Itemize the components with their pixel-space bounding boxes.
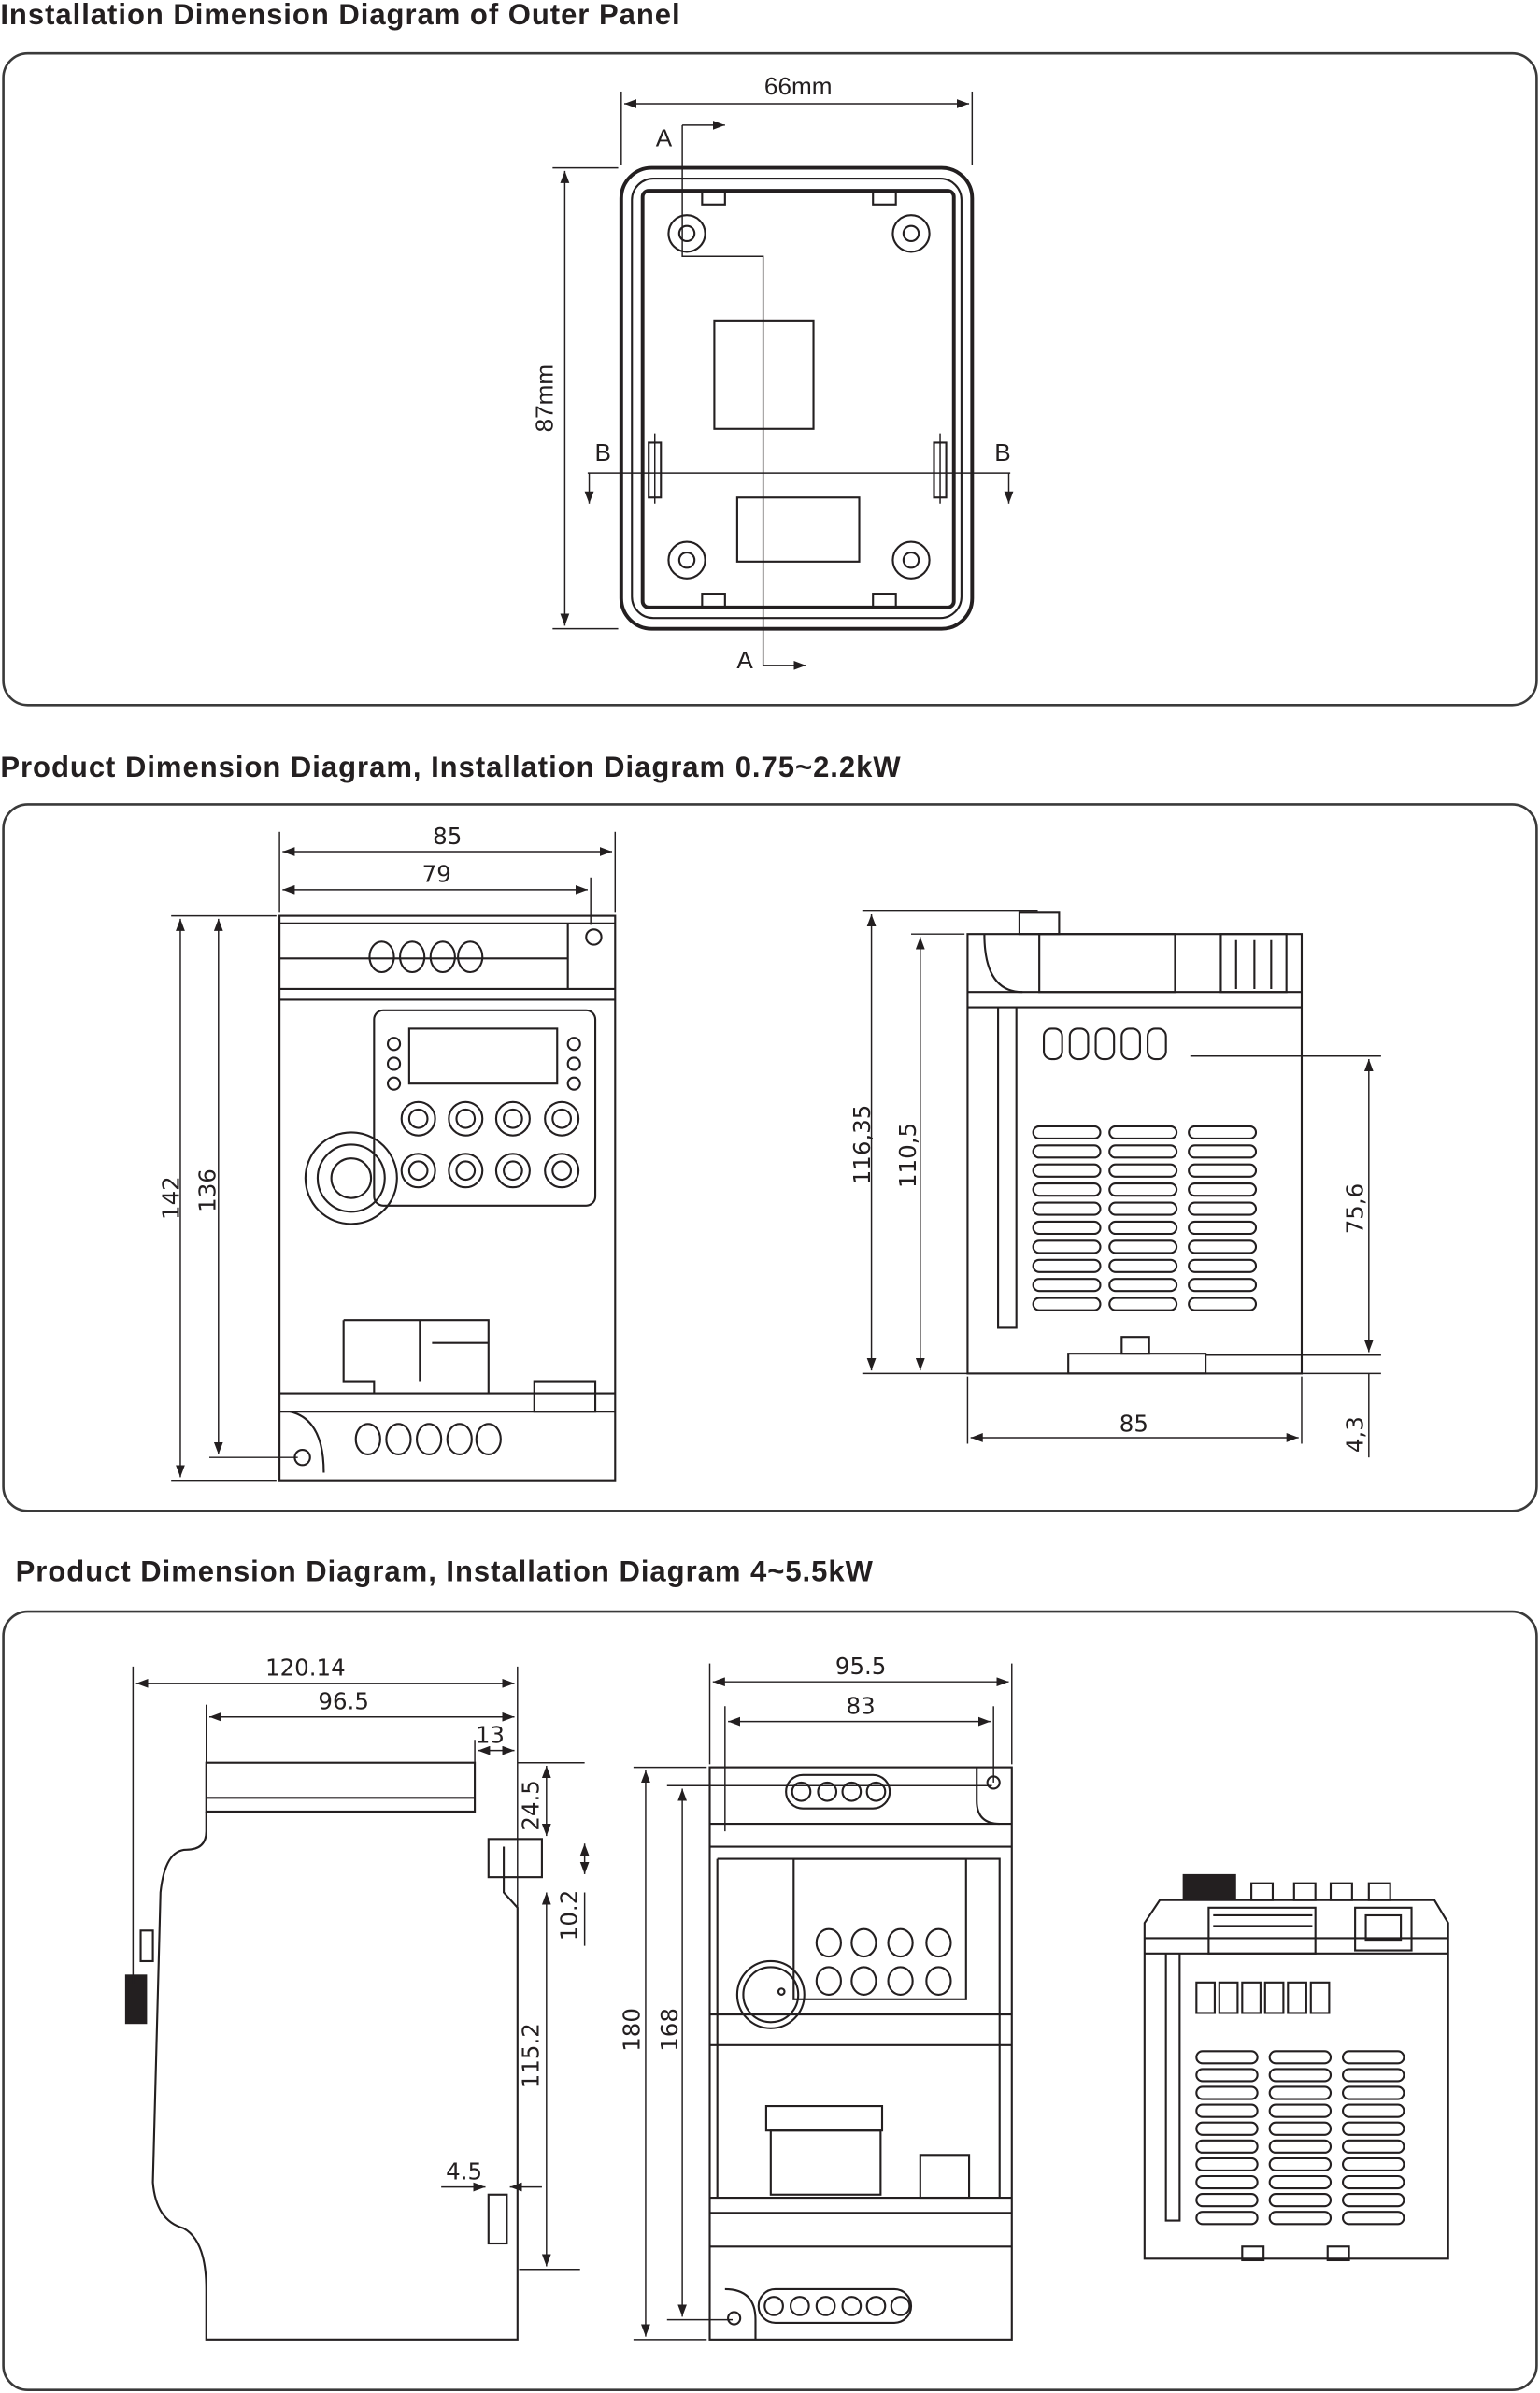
svg-text:13: 13 bbox=[476, 1721, 505, 1748]
side-view-large-dimensions: 120.14 96.5 13 24.5 10.2 115.2 4.5 bbox=[132, 1655, 590, 2271]
panel-outer-panel bbox=[2, 51, 1538, 707]
svg-text:4.5: 4.5 bbox=[446, 2157, 482, 2185]
section-title-0-75-2-2kw: Product Dimension Diagram, Installation … bbox=[0, 751, 901, 783]
section-title-4-5-5kw: Product Dimension Diagram, Installation … bbox=[16, 1555, 874, 1587]
front-view-small-dimensions: 85 79 142 136 bbox=[157, 823, 617, 1482]
svg-text:87mm: 87mm bbox=[530, 365, 558, 433]
front-view-small bbox=[278, 914, 617, 1482]
side-view-small-dimensions: 116,35 110,5 75,6 4,3 85 bbox=[848, 910, 1381, 1458]
svg-text:85: 85 bbox=[433, 823, 462, 850]
svg-text:A: A bbox=[736, 646, 753, 674]
svg-text:85: 85 bbox=[1119, 1410, 1148, 1437]
svg-text:115.2: 115.2 bbox=[518, 2023, 545, 2088]
svg-text:142: 142 bbox=[157, 1176, 184, 1220]
panel-0-75-2-2kw bbox=[2, 803, 1538, 1512]
svg-text:A: A bbox=[656, 124, 673, 152]
svg-text:79: 79 bbox=[422, 861, 451, 888]
svg-text:66mm: 66mm bbox=[764, 72, 833, 100]
front-view-large-dimensions: 95.5 83 180 168 bbox=[618, 1653, 1013, 2341]
outer-panel-drawing bbox=[619, 165, 975, 631]
svg-text:B: B bbox=[595, 438, 611, 466]
panel-4-5-5kw bbox=[2, 1610, 1538, 2392]
svg-text:168: 168 bbox=[656, 2008, 683, 2052]
svg-text:136: 136 bbox=[194, 1168, 221, 1212]
side-view-small bbox=[966, 911, 1304, 1375]
svg-text:24.5: 24.5 bbox=[518, 1780, 545, 1830]
front-view-large bbox=[708, 1766, 1013, 2341]
svg-text:120.14: 120.14 bbox=[265, 1655, 346, 1682]
side-view-large bbox=[124, 1761, 543, 2341]
section-title-outer-panel: Installation Dimension Diagram of Outer … bbox=[0, 0, 680, 31]
top-view-large bbox=[1143, 1873, 1449, 2262]
svg-text:116,35: 116,35 bbox=[848, 1105, 876, 1185]
svg-text:83: 83 bbox=[847, 1692, 876, 1719]
svg-text:10.2: 10.2 bbox=[555, 1890, 582, 1941]
svg-text:75,6: 75,6 bbox=[1341, 1183, 1368, 1234]
svg-text:180: 180 bbox=[618, 2008, 645, 2052]
svg-text:B: B bbox=[994, 438, 1010, 466]
svg-text:110,5: 110,5 bbox=[894, 1123, 921, 1188]
svg-text:96.5: 96.5 bbox=[318, 1688, 368, 1715]
svg-text:4,3: 4,3 bbox=[1341, 1416, 1368, 1453]
outer-panel-dimensions: 66mm 87mm A A B B bbox=[530, 72, 1014, 674]
mounting-holes bbox=[667, 214, 931, 580]
svg-text:95.5: 95.5 bbox=[835, 1653, 886, 1680]
